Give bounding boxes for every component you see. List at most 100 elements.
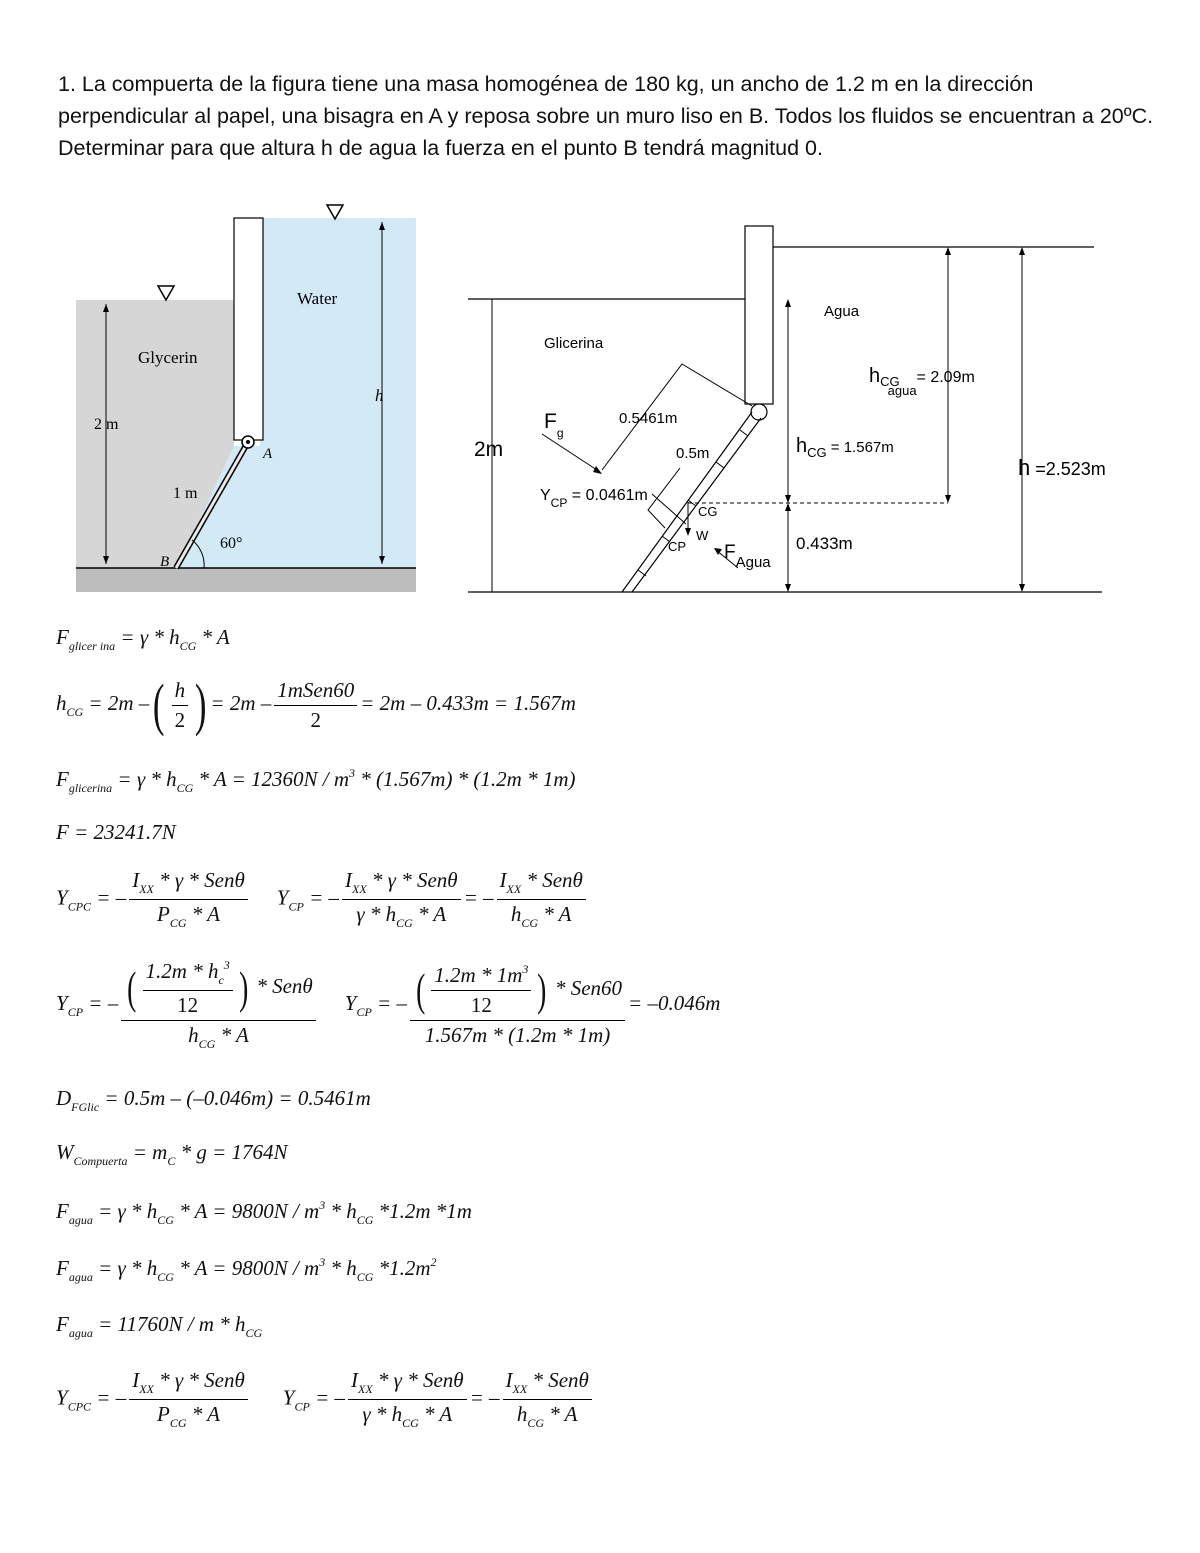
wall: [744, 225, 774, 405]
eq10-mid4: *1.2m: [373, 1256, 431, 1280]
eq10-sub3: CG: [356, 1270, 374, 1284]
ycp-value: = 0.0461m: [567, 487, 648, 504]
gate-hatch-1: [637, 569, 647, 577]
eq1-sub2: CG: [179, 639, 197, 653]
eq6-end: = –0.046m: [628, 990, 721, 1015]
eq12-frac3-num: IXX * Senθ: [502, 1368, 592, 1400]
gate-edge-1: [621, 411, 753, 593]
hcg-value: = 1.567m: [827, 439, 894, 456]
dim-0-5461-line: [601, 363, 753, 471]
fg-sub: g: [557, 426, 564, 440]
eq8-end: * g = 1764N: [175, 1140, 288, 1164]
water-label: Water: [297, 289, 337, 308]
fa-arrow-head: [714, 548, 722, 555]
depth-2m-label: 2m: [474, 438, 503, 461]
gate-inner: [174, 441, 250, 569]
eq9-mid3: * h: [325, 1199, 357, 1223]
wall: [233, 217, 264, 441]
h-label: h: [375, 386, 384, 405]
eq12-frac3-den: hCG * A: [516, 1402, 578, 1430]
eq12-sub1: CPC: [67, 1399, 92, 1414]
eq10-mid3: * h: [325, 1256, 357, 1280]
eq2-frac2-den: 2: [310, 707, 322, 732]
eq8-sub2: C: [167, 1154, 176, 1168]
eq-f-agua-2: Fagua = γ * hCG * A = 9800N / m3 * hCG *…: [56, 1255, 437, 1285]
ycp-sub: CP: [551, 496, 568, 510]
point-b-label: B: [160, 554, 169, 570]
eq11-mid: = 11760N / m * h: [92, 1312, 246, 1336]
fagua-main: F: [724, 542, 736, 563]
eq5-frac1-num: IXX * γ * Senθ: [129, 868, 248, 900]
hinge-a-center: [246, 440, 250, 444]
angle-label: 60°: [220, 535, 242, 552]
hcga-sub2: agua: [888, 383, 918, 398]
w-label: W: [696, 528, 709, 543]
fagua-sub: Agua: [736, 554, 772, 571]
h-arrow-bottom: [379, 556, 385, 564]
d-0-5-label: 0.5m: [676, 445, 709, 462]
depth-arrow-top: [103, 304, 109, 312]
eq12-frac2-den: γ * hCG * A: [362, 1402, 453, 1430]
eq9-sub: agua: [68, 1213, 93, 1227]
eq11-f: F: [56, 1312, 69, 1336]
h-main: h: [1018, 455, 1030, 480]
eq12-sub2: CP: [294, 1399, 310, 1414]
water-under-gate: [177, 446, 260, 568]
eq3-end: * (1.567m) * (1.2m * 1m): [355, 767, 576, 791]
eq11-sub: agua: [68, 1326, 93, 1340]
glicerina-label: Glicerina: [544, 335, 604, 352]
eq6-mid1: = –: [83, 990, 119, 1015]
hcg-sub: CG: [807, 445, 827, 460]
eq2-mid1: = 2m –: [83, 690, 150, 715]
eq5-frac3-den: hCG * A: [510, 902, 572, 930]
eq1-f: F: [56, 625, 69, 649]
fg-main: F: [544, 410, 557, 433]
hinge-icon: [750, 403, 768, 421]
ycp-dim-line: [651, 493, 687, 525]
eq-d-fglic: DFGlic = 0.5m – (–0.046m) = 0.5461m: [56, 1086, 371, 1115]
d-0-433-label: 0.433m: [796, 534, 853, 553]
h-arrow-top: [379, 222, 385, 230]
w-arrow-head: [685, 528, 691, 536]
eq2-paren-left: (: [153, 672, 165, 737]
eq-f-glicerina-def: Fglicer ina = γ * hCG * A: [56, 625, 230, 654]
eq3-mid1: = γ * h: [112, 767, 177, 791]
water-surface-icon: [325, 204, 345, 221]
gate-length-label: 1 m: [173, 485, 198, 502]
eq5-mid1: = –: [91, 885, 127, 910]
fagua-label: FAgua: [724, 542, 771, 571]
eq5-frac2-den: γ * hCG * A: [356, 902, 447, 930]
h-total-label: h =2.523m: [1018, 455, 1106, 480]
glycerin-surface-icon: [156, 285, 176, 302]
fa-arrow-line: [715, 549, 739, 569]
fg-arrow-head: [593, 466, 602, 474]
eq8-sub: Compuerta: [73, 1154, 128, 1168]
h-arrow-top: [1019, 247, 1025, 255]
gate-hatch-5: [739, 429, 749, 437]
eq3-mid2: * A = 12360N / m: [193, 767, 350, 791]
angle-arc: [191, 539, 205, 569]
eq12-y2: Y: [282, 1385, 295, 1410]
eq2-frac1-den: 2: [174, 707, 186, 732]
dim-0-433-arrow-bottom: [785, 584, 791, 592]
eq10-mid2: * A = 9800N / m: [173, 1256, 320, 1280]
eq10-sup2: 2: [430, 1255, 437, 1269]
depth-label: 2 m: [94, 416, 119, 433]
eq5-y1: Y: [56, 885, 68, 910]
eq12-y1: Y: [56, 1385, 68, 1410]
h-arrow-bottom: [1019, 584, 1025, 592]
eq12-mid1: = –: [91, 1385, 127, 1410]
figure-analysis-gate: Agua Glicerina 2m Fg 0.5461m 0.5m YCP = …: [468, 225, 1106, 593]
hcg-arrow-top: [785, 299, 791, 307]
hcg-label: hCG = 1.567m: [796, 435, 894, 460]
eq10-sub2: CG: [157, 1270, 174, 1284]
depth-arrow-bottom: [103, 556, 109, 564]
eq7-sub: FGlic: [71, 1100, 100, 1114]
